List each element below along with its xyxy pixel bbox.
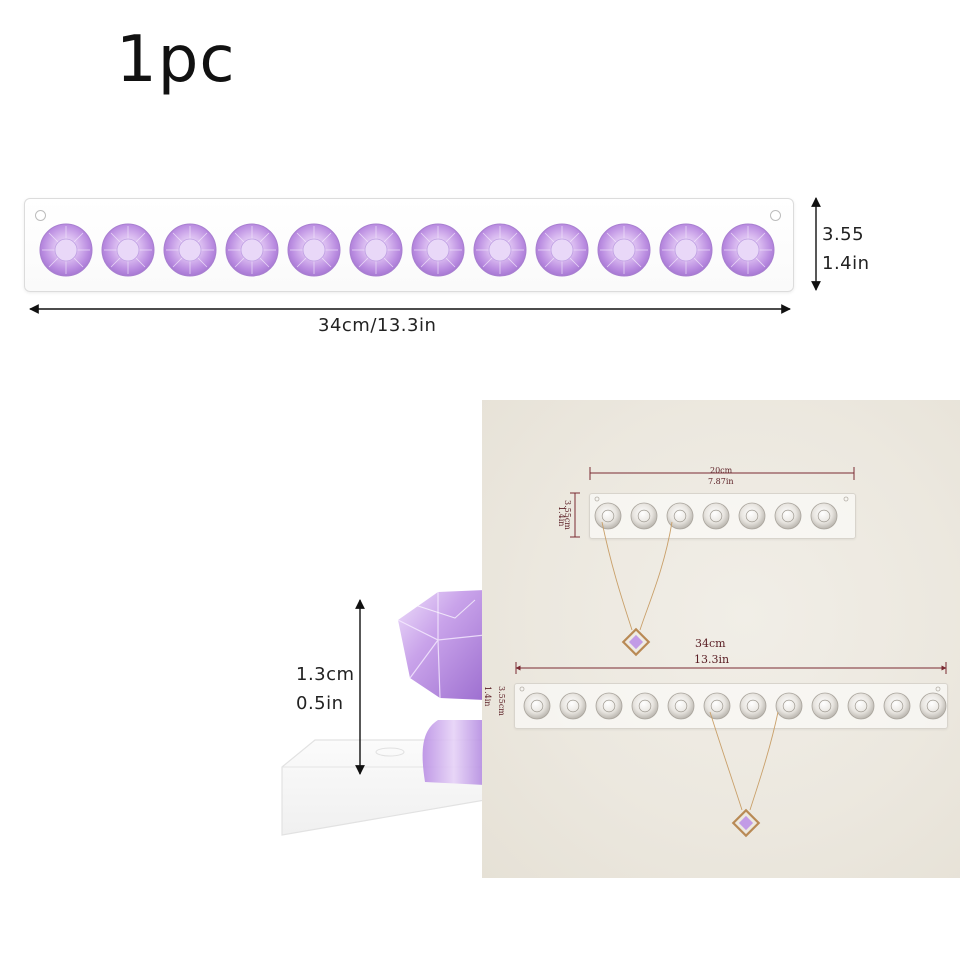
clear-knob-large-bar-center [782,699,796,713]
clear-knob-small-bar [774,502,802,530]
clear-knob-small-bar-center [673,509,687,523]
purple-gem-knob [101,223,155,277]
wall-photo-panel [482,400,960,878]
clear-knob-small-bar-center [637,509,651,523]
clear-knob-large-bar-center [530,699,544,713]
clear-knob-small-bar-center [817,509,831,523]
mounting-hole-left [35,210,46,221]
small-bar-width-cm: 20cm [710,466,733,475]
clear-knob-large-bar-center [602,699,616,713]
knob-height-cm-label: 1.3cm [296,664,355,685]
mounting-hole-right [770,210,781,221]
clear-knob-large-bar [739,692,767,720]
clear-knob-large-bar [631,692,659,720]
clear-knob-large-bar-center [818,699,832,713]
clear-knob-small-bar [666,502,694,530]
bar-height-in-label: 1.4in [822,253,870,274]
clear-knob-small-bar [702,502,730,530]
clear-knob-small-bar [810,502,838,530]
clear-knob-large-bar-center [566,699,580,713]
large-bar-width-cm: 34cm [695,637,726,650]
clear-knob-large-bar [667,692,695,720]
purple-gem-knob [535,223,589,277]
clear-knob-large-bar-center [890,699,904,713]
clear-knob-large-bar [811,692,839,720]
clear-knob-large-bar [523,692,551,720]
bar-height-cm-label: 3.55 [822,224,865,245]
clear-knob-large-bar-center [638,699,652,713]
small-bar-height-in: 1.4in [557,506,566,527]
clear-knob-small-bar-center [781,509,795,523]
clear-knob-large-bar-center [746,699,760,713]
purple-gem-knob [163,223,217,277]
bar-width-label: 34cm/13.3in [318,315,437,336]
clear-knob-small-bar-center [709,509,723,523]
clear-knob-large-bar [703,692,731,720]
clear-knob-large-bar [883,692,911,720]
clear-knob-small-bar-center [601,509,615,523]
clear-knob-small-bar [594,502,622,530]
clear-knob-large-bar [919,692,947,720]
clear-knob-large-bar [595,692,623,720]
purple-gem-knob [411,223,465,277]
large-bar-height-cm: 3.55cm [497,686,506,716]
purple-gem-knob [659,223,713,277]
purple-gem-knob [721,223,775,277]
purple-gem-knob [287,223,341,277]
photo-overlay-drawing [515,467,947,838]
knob-closeup-illustration [281,590,486,836]
clear-knob-large-bar [559,692,587,720]
clear-knob-large-bar-center [854,699,868,713]
clear-knob-small-bar-center [745,509,759,523]
quantity-title: 1pc [116,23,236,97]
purple-gem-knob [39,223,93,277]
clear-knob-small-bar [738,502,766,530]
purple-gem-knob [225,223,279,277]
clear-knob-small-bar [630,502,658,530]
purple-gem-knob [597,223,651,277]
clear-knob-large-bar-center [710,699,724,713]
purple-gem-knob [473,223,527,277]
large-bar-height-in: 1.4in [483,686,492,707]
large-bar-width-in: 13.3in [694,653,730,666]
clear-knob-large-bar [847,692,875,720]
small-bar-width-in: 7.87in [708,477,734,486]
purple-gem-knob [349,223,403,277]
clear-knob-large-bar [775,692,803,720]
clear-knob-large-bar-center [926,699,940,713]
main-dimension-arrows [29,197,821,314]
clear-knob-large-bar-center [674,699,688,713]
gem-knob-row [39,223,775,277]
knob-height-in-label: 0.5in [296,693,344,714]
